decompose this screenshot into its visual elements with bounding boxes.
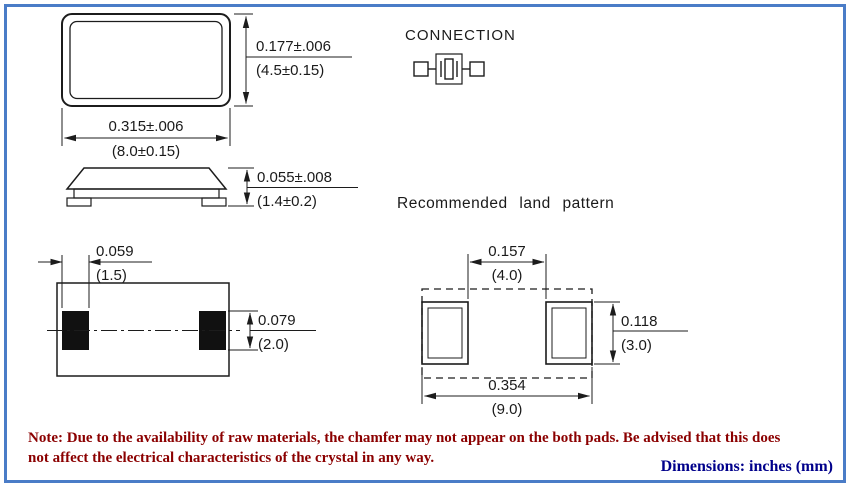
bottom-view-outline xyxy=(56,282,230,377)
top-view-width-dimension: 0.315±.006 (8.0±0.15) xyxy=(61,108,231,160)
top-view-height-dimension: 0.177±.006 (4.5±0.15) xyxy=(234,13,352,107)
note-line-1: Note: Due to the availability of raw mat… xyxy=(28,430,781,446)
dimension-value-inches: 0.055±.008 xyxy=(257,169,332,186)
right-pad-symbol xyxy=(469,61,485,77)
dimension-value-inches: 0.059 xyxy=(96,243,134,260)
land-overall-width-dimension: 0.354 (9.0) xyxy=(421,367,593,418)
note-line-2: not affect the electrical characteristic… xyxy=(28,450,434,466)
dimension-value-mm: (4.5±0.15) xyxy=(256,62,324,79)
side-view-left-foot xyxy=(66,197,92,207)
top-view xyxy=(61,13,231,107)
pad-height-dimension: 0.079 (2.0) xyxy=(228,310,316,353)
dimension-value-mm: (2.0) xyxy=(258,336,289,353)
side-view-height-dimension: 0.055±.008 (1.4±0.2) xyxy=(228,167,358,210)
land-right-pad-outer xyxy=(545,301,593,365)
pad-width-dimension: 0.059 (1.5) xyxy=(38,243,152,308)
land-pattern-title: Recommended land pattern xyxy=(397,195,614,212)
dimension-value-inches: 0.177±.006 xyxy=(256,38,331,55)
side-view xyxy=(65,167,228,207)
dimension-value-inches: 0.118 xyxy=(621,313,657,330)
dimension-value-inches: 0.079 xyxy=(258,312,296,329)
dimension-value-mm: (1.5) xyxy=(96,267,127,284)
dimensions-units-label: Dimensions: inches (mm) xyxy=(661,458,833,475)
top-view-inner-outline xyxy=(69,20,223,100)
connection-title: CONNECTION xyxy=(405,27,516,44)
land-pattern-view xyxy=(421,288,593,379)
dimension-value-mm: (3.0) xyxy=(621,337,652,354)
dimension-value-mm: (1.4±0.2) xyxy=(257,193,317,210)
dimension-value-mm: (9.0) xyxy=(492,401,523,418)
side-view-lid xyxy=(65,167,228,190)
land-gap-dimension: 0.157 (4.0) xyxy=(467,243,547,299)
land-left-pad-outer xyxy=(421,301,469,365)
crystal-element xyxy=(444,58,454,80)
top-view-outer-outline xyxy=(61,13,231,107)
connection-section: CONNECTION xyxy=(405,27,516,85)
dimension-value-mm: (4.0) xyxy=(492,267,523,284)
dimension-value-inches: 0.354 xyxy=(488,377,526,394)
left-pad-symbol xyxy=(413,61,429,77)
dimension-value-mm: (8.0±0.15) xyxy=(112,143,180,160)
dimension-value-inches: 0.315±.006 xyxy=(109,118,184,135)
side-view-base xyxy=(73,188,220,199)
bottom-view xyxy=(47,282,240,377)
dimension-value-inches: 0.157 xyxy=(488,243,526,260)
land-left-pad-inner xyxy=(427,307,463,359)
crystal-schematic-symbol xyxy=(413,53,485,85)
land-right-pad-inner xyxy=(551,307,587,359)
side-view-right-foot xyxy=(201,197,227,207)
land-pad-height-dimension: 0.118 (3.0) xyxy=(594,301,688,365)
